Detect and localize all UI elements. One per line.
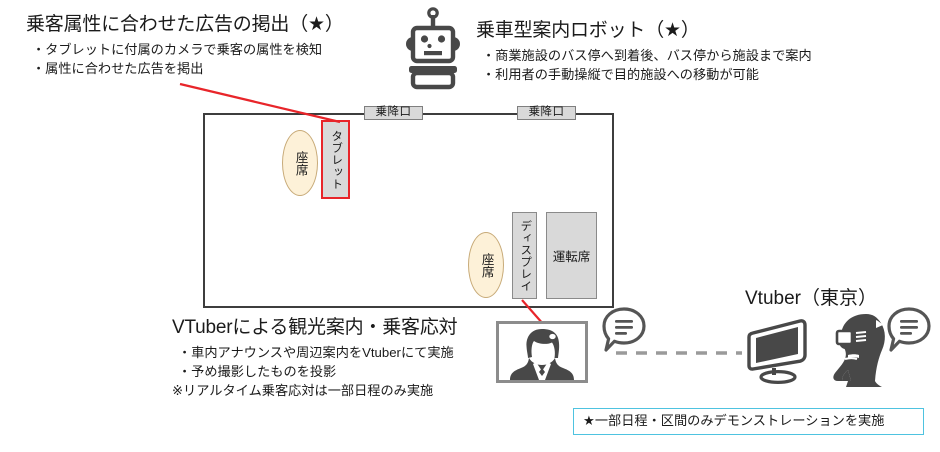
vtuber-bullet-2: ・予め撮影したものを投影: [178, 364, 337, 379]
robot-icon: [396, 6, 470, 90]
bus-seat-1-label: 座席: [293, 150, 308, 176]
bus-seat-2: 座席: [468, 232, 504, 298]
bus-seat-1: 座席: [282, 130, 318, 196]
demonstration-note-box: ★一部日程・区間のみデモンストレーションを実施: [573, 408, 924, 435]
vr-headset-person-icon: [826, 311, 900, 387]
robot-bullet-2: ・利用者の手動操縦で目的施設への移動が可能: [482, 67, 759, 82]
speech-bubble-left-icon: [601, 306, 647, 354]
ad-bullet-2: ・属性に合わせた広告を掲出: [32, 61, 204, 76]
vtuber-avatar-icon: [510, 329, 574, 380]
display-device[interactable]: ディスプレイ: [512, 212, 537, 299]
vtuber-section-heading: VTuberによる観光案内・乗客応対: [172, 317, 458, 338]
monitor-icon: [747, 317, 812, 384]
bus-floor-plan: [203, 113, 614, 308]
vtuber-avatar-frame: [496, 321, 588, 383]
robot-section-heading: 乗車型案内ロボット（★）: [476, 20, 700, 41]
demonstration-note-text: ★一部日程・区間のみデモンストレーションを実施: [583, 413, 885, 429]
vtuber-bullet-1: ・車内アナウンスや周辺案内をVtuberにて実施: [178, 345, 454, 360]
ad-bullet-1: ・タブレットに付属のカメラで乗客の属性を検知: [32, 42, 323, 57]
tablet-device[interactable]: タブレット: [321, 120, 350, 199]
bus-door-2-label: 乗降口: [528, 106, 565, 119]
vtuber-bullet-3: ※リアルタイム乗客応対は一部日程のみ実施: [172, 383, 434, 398]
tablet-label: タブレット: [330, 129, 343, 190]
display-label: ディスプレイ: [519, 219, 532, 292]
driver-seat: 運転席: [546, 212, 597, 299]
bus-door-2: 乗降口: [517, 106, 576, 120]
bus-seat-2-label: 座席: [479, 252, 494, 278]
driver-seat-label: 運転席: [552, 250, 591, 264]
speech-bubble-right-icon: [886, 306, 932, 354]
robot-bullet-1: ・商業施設のバス停へ到着後、バス停から施設まで案内: [482, 48, 812, 63]
ad-section-heading: 乗客属性に合わせた広告の掲出（★）: [26, 14, 344, 35]
bus-door-1: 乗降口: [364, 106, 423, 120]
remote-vtuber-label: Vtuber（東京）: [745, 288, 877, 309]
bus-door-1-label: 乗降口: [375, 106, 412, 119]
